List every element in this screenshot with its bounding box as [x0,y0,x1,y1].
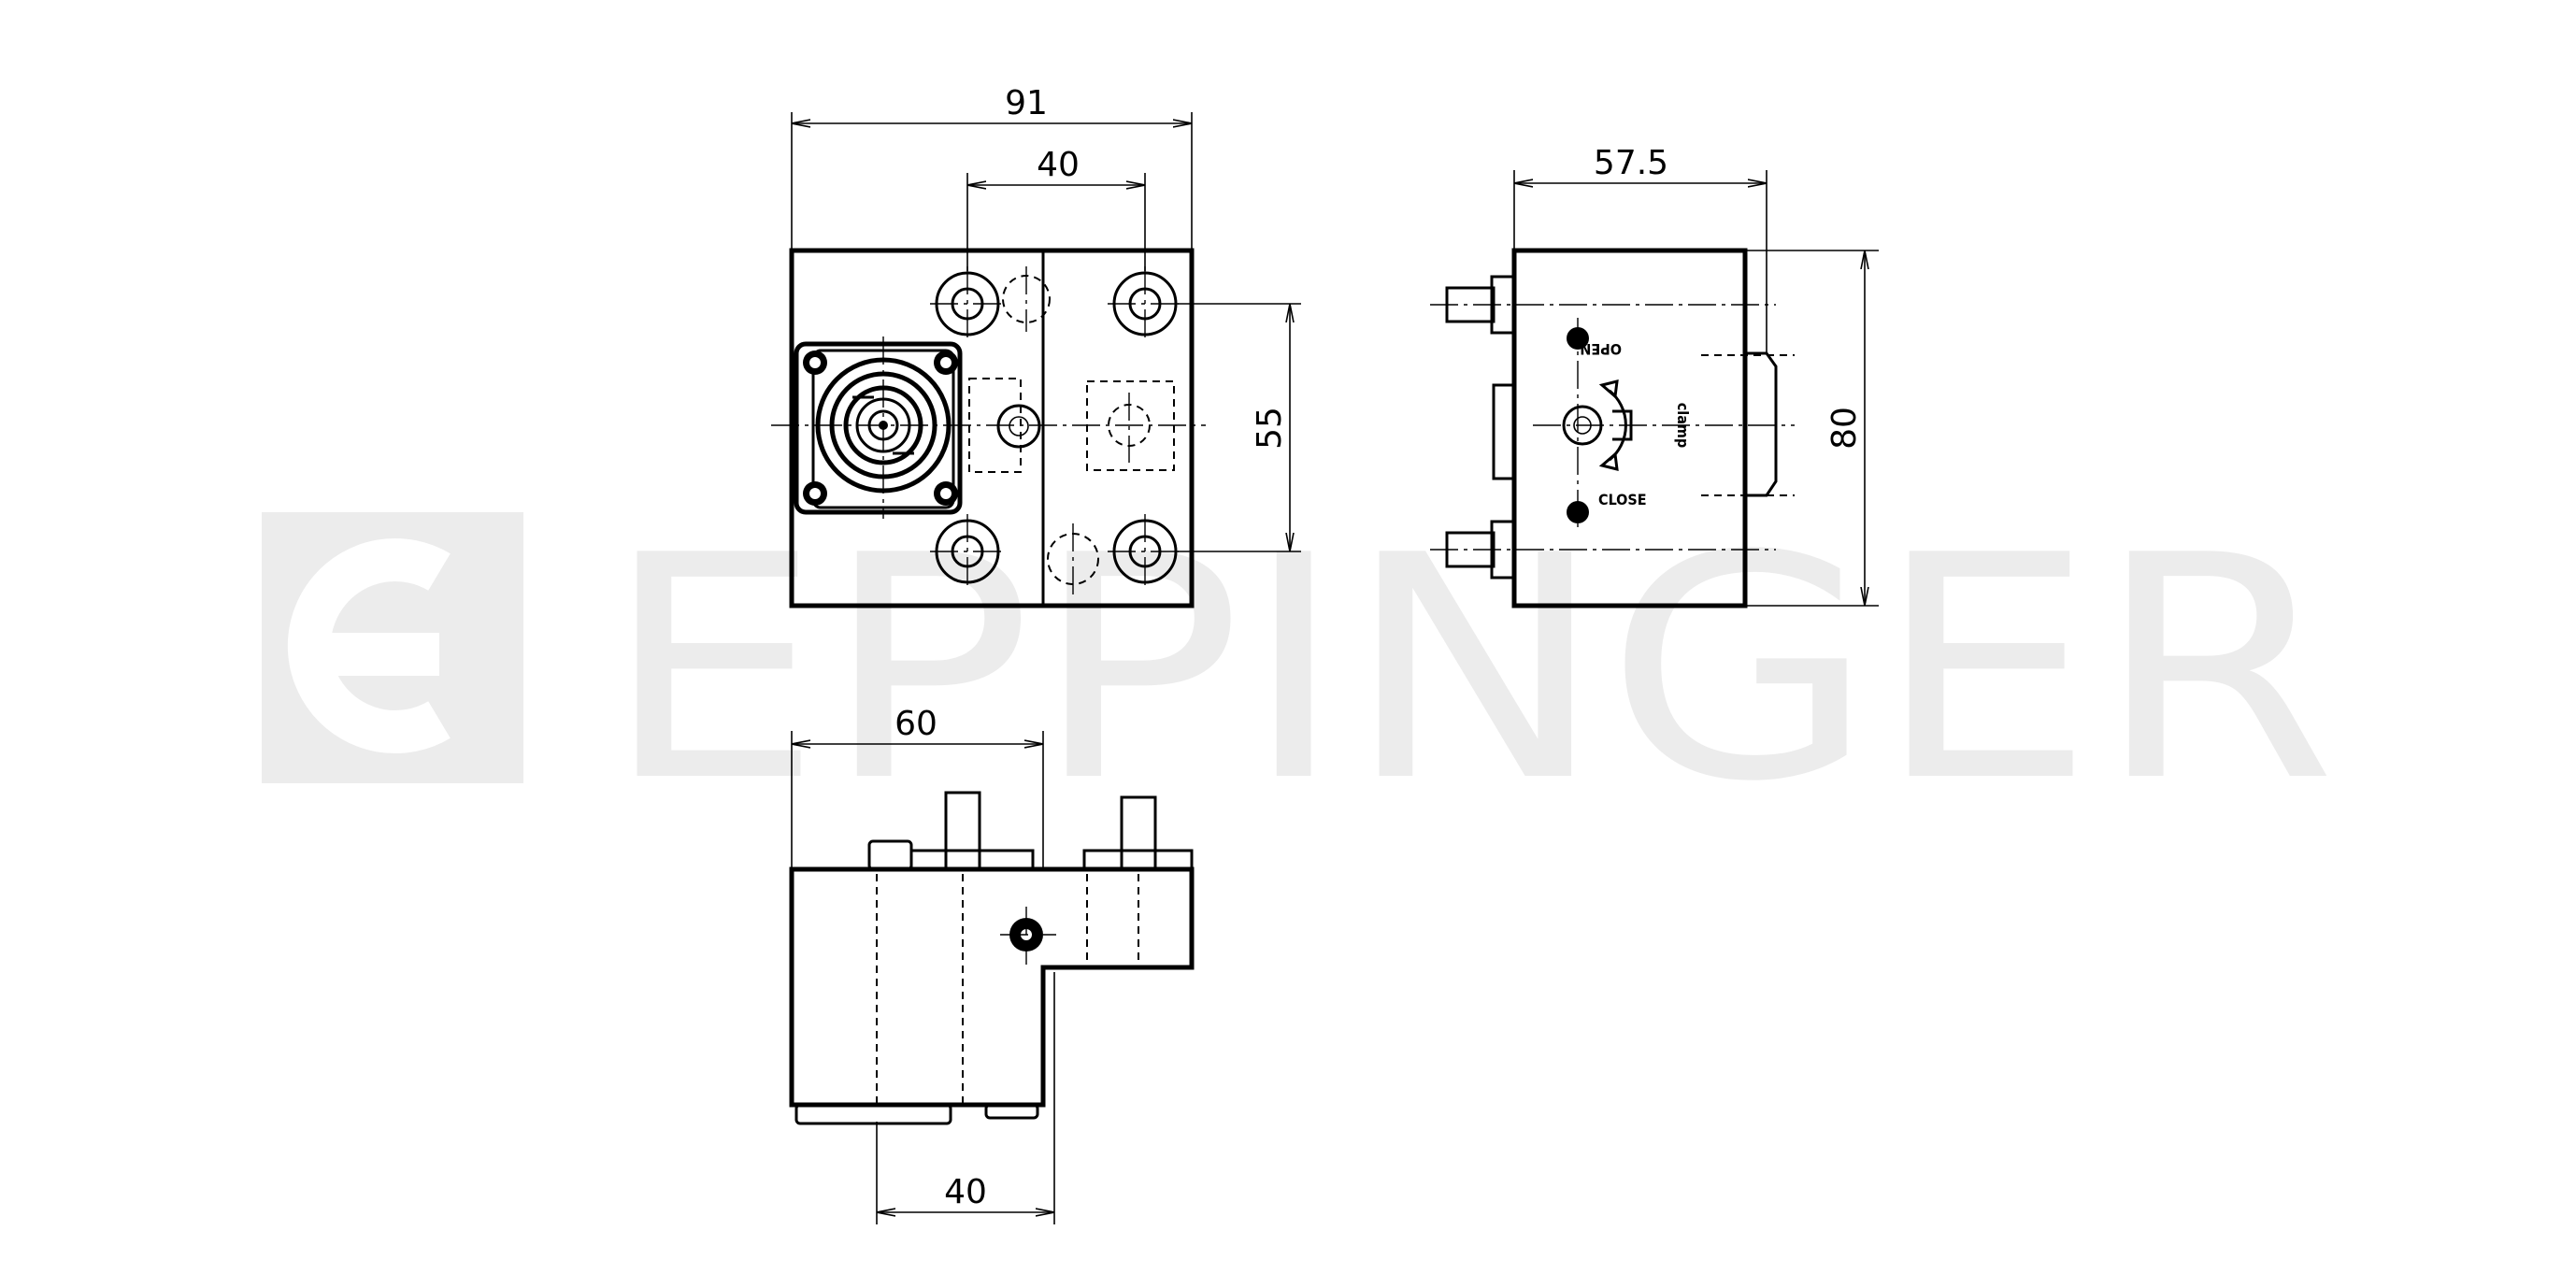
watermark-logo-icon [287,538,451,753]
dimension-40-top: 40 [966,146,1146,271]
dimension-55: 55 [1178,303,1301,552]
dimension-side-height: 80 [1825,407,1864,450]
front-view: 91 40 55 [771,84,1301,608]
side-clamp-plate [1745,351,1778,497]
dimension-91: 91 [791,84,1193,250]
drive-pin [996,404,1041,449]
dimension-57-5: 57.5 [1513,144,1767,353]
bottom-foot-left [794,1103,952,1125]
dimension-80: 80 [1745,250,1879,607]
front-body [789,248,1195,608]
bottom-foot-right [984,1103,1039,1120]
watermark-brand: EPPINGER [603,490,2337,849]
dimension-bottom-width: 60 [894,705,937,743]
dimension-front-hole-spacing: 40 [1037,146,1080,184]
spindle-flange [794,341,963,515]
bottom-body [789,866,1195,1108]
bottom-view: 60 40 [789,705,1195,1224]
label-open: OPEN [1580,340,1622,358]
side-view: OPEN CLOSE clamp 57.5 80 [1430,144,1879,608]
dimension-front-height: 55 [1251,407,1289,450]
dimension-side-depth: 57.5 [1594,144,1668,182]
dimension-40-bottom: 40 [876,972,1055,1224]
dimension-bottom-offset: 40 [944,1173,987,1211]
label-close: CLOSE [1598,491,1647,508]
side-locating-key [1492,383,1516,480]
dimension-60: 60 [791,705,1044,869]
dimension-front-width: 91 [1005,84,1048,122]
watermark: EPPINGER [262,490,2337,849]
